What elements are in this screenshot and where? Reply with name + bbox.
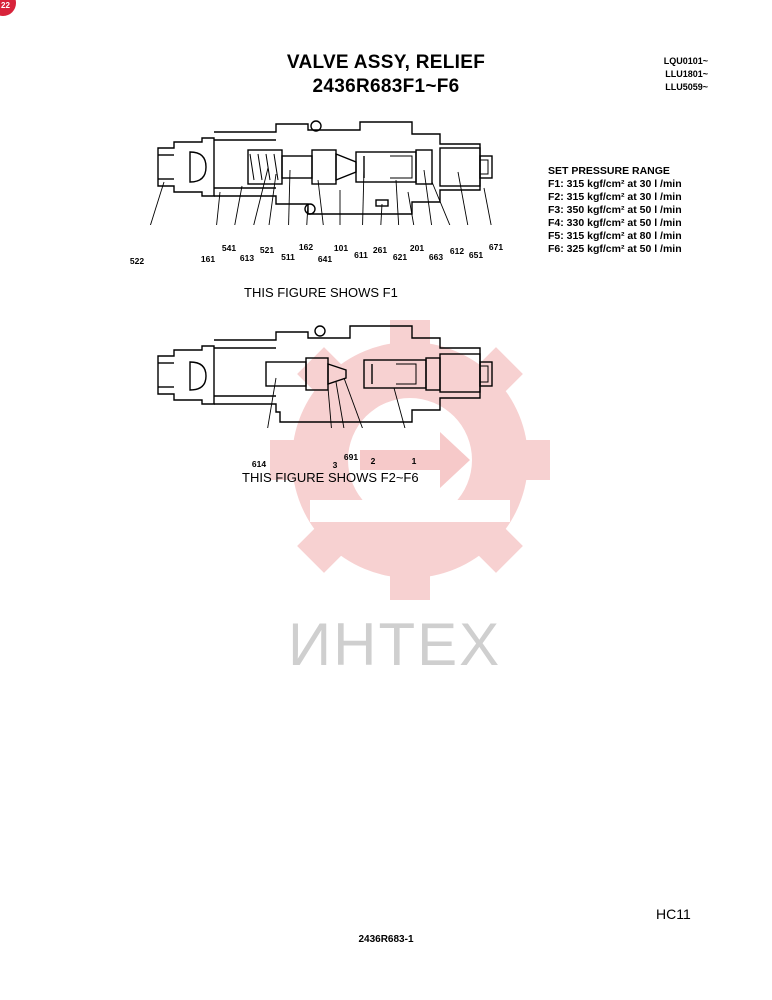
part-label: 101: [333, 243, 349, 253]
part-label: 1: [411, 456, 417, 466]
part-label: 261: [372, 245, 388, 255]
part-label: 641: [317, 254, 333, 264]
part-number-title: 2436R683F1~F6: [312, 76, 460, 97]
watermark-gear-logo: [270, 320, 550, 600]
part-label: 162: [298, 242, 314, 252]
part-label: 541: [221, 243, 237, 253]
part-label: 663: [428, 252, 444, 262]
part-label: 201: [409, 243, 425, 253]
part-label: 522: [129, 256, 145, 266]
watermark-text: ИНТЕХ: [288, 611, 502, 678]
part-label: 614: [251, 459, 267, 469]
part-label: 651: [468, 250, 484, 260]
pressure-line-f2: F2: 315 kgf/cm² at 30 l /min: [548, 191, 682, 203]
part-label: 511: [281, 252, 295, 262]
part-label: 521: [259, 245, 275, 255]
pressure-line-f1: F1: 315 kgf/cm² at 30 l /min: [548, 178, 682, 190]
drawing-number: 2436R683-1: [358, 934, 414, 945]
part-label: 612: [449, 246, 465, 256]
page-code: HC11: [656, 906, 691, 922]
corner-badge: 22: [0, 0, 16, 16]
serial-range-1: LQU0101~: [663, 56, 708, 66]
part-label: 2: [370, 456, 376, 466]
part-label: 3: [332, 460, 338, 470]
serial-range-2: LLU1801~: [665, 69, 708, 79]
part-label: 691: [343, 452, 359, 462]
pressure-line-f4: F4: 330 kgf/cm² at 50 l /min: [548, 217, 682, 229]
figure1-caption: THIS FIGURE SHOWS F1: [244, 285, 398, 300]
pressure-line-f6: F6: 325 kgf/cm² at 50 l /min: [548, 243, 682, 255]
part-label: 621: [392, 252, 408, 262]
part-label: 671: [488, 242, 504, 252]
page-title: VALVE ASSY, RELIEF: [286, 52, 486, 73]
part-label: 613: [239, 253, 255, 263]
relief-valve-section-f2-f6: [157, 325, 493, 428]
serial-range-3: LLU5059~: [665, 82, 708, 92]
part-label: 611: [354, 250, 368, 260]
part-label: 161: [200, 254, 216, 264]
pressure-range-heading: SET PRESSURE RANGE: [548, 165, 670, 177]
figure2-caption: THIS FIGURE SHOWS F2~F6: [242, 470, 419, 485]
pressure-line-f5: F5: 315 kgf/cm² at 80 l /min: [548, 230, 682, 242]
pressure-line-f3: F3: 350 kgf/cm² at 50 l /min: [548, 204, 682, 216]
relief-valve-section-f1: [150, 120, 493, 225]
